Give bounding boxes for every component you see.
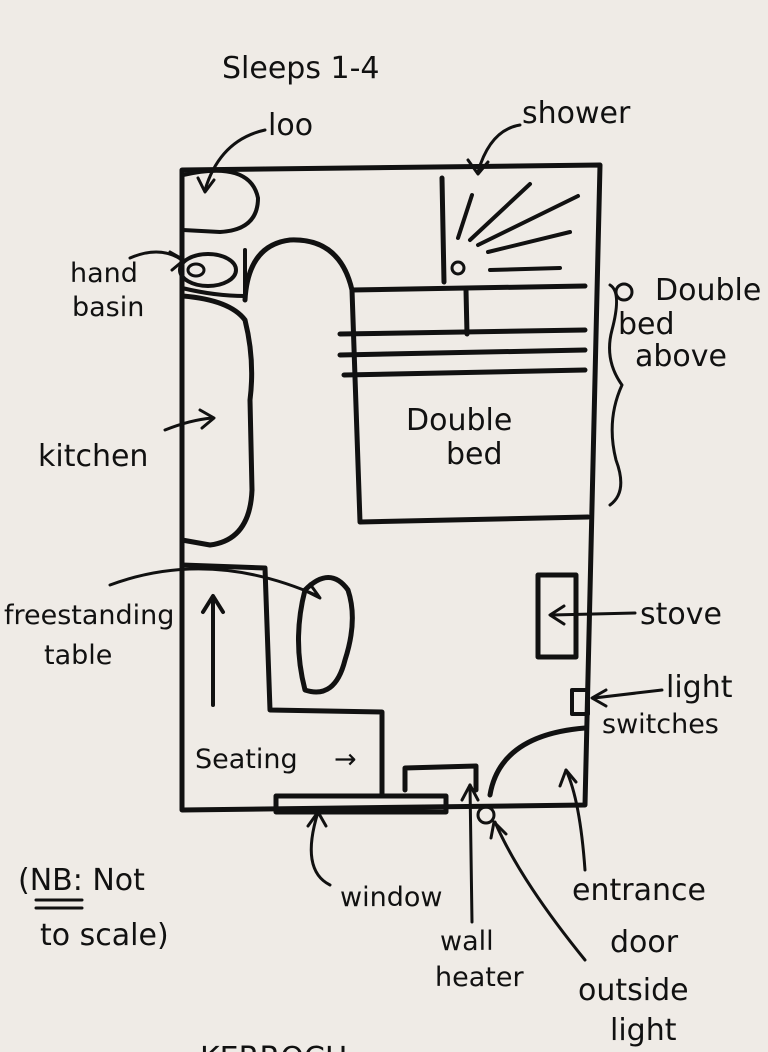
hand-basin-fixture <box>178 248 247 298</box>
label-shower: shower <box>522 96 631 131</box>
outside-light-fixture <box>476 805 496 825</box>
beds-block <box>337 283 591 525</box>
label-double-bed-above-line3: above <box>635 339 727 374</box>
window-fixture <box>273 793 449 815</box>
label-wall-heater-line1: wall <box>440 926 494 957</box>
label-entrance-door-line2: door <box>610 925 679 960</box>
label-window: window <box>340 882 442 913</box>
light-switch-box <box>570 688 590 716</box>
label-outside-light-line2: light <box>610 1013 677 1048</box>
label-double-bed-above-line1: Double <box>655 273 761 308</box>
stove-fixture <box>535 572 579 660</box>
label-light-switches-line2: switches <box>602 709 719 740</box>
label-freestanding-table-line1: freestanding <box>4 600 174 631</box>
shower-fixture <box>439 175 580 285</box>
seating-block <box>179 562 385 798</box>
label-kitchen: kitchen <box>38 439 148 474</box>
outer-walls <box>179 162 603 813</box>
label-double-bed-above-line2: bed <box>618 307 675 342</box>
annotation-arrows <box>108 123 664 962</box>
passage-arch <box>242 237 355 303</box>
label-hand-basin-line2: basin <box>72 292 144 323</box>
kitchen-counter <box>179 293 255 548</box>
bullet-circle <box>614 282 634 302</box>
label-note-line2: to scale) <box>40 918 169 953</box>
loo-fixture <box>181 168 260 234</box>
bracket <box>608 283 624 507</box>
label-hand-basin-line1: hand <box>70 258 138 289</box>
seating-arrowhead <box>201 594 225 614</box>
plan-title: Sleeps 1-4 <box>222 51 380 86</box>
label-light-switches-line1: light <box>666 670 733 705</box>
label-wall-heater-line2: heater <box>435 962 524 993</box>
label-freestanding-table-line2: table <box>44 640 112 671</box>
label-double-bed-line2: bed <box>446 437 503 472</box>
label-stove: stove <box>640 597 722 632</box>
label-outside-light-line1: outside <box>578 973 689 1008</box>
table-shape <box>296 575 355 695</box>
entrance-door-arc <box>487 725 588 798</box>
label-loo: loo <box>268 108 313 143</box>
label-entrance-door-line1: entrance <box>572 873 706 908</box>
wall-heater-fixture <box>402 763 479 793</box>
label-note-line1: (NB: Not <box>18 863 145 898</box>
seating-arrow-glyph: → <box>334 744 357 775</box>
label-seating: Seating <box>195 744 298 775</box>
label-bottom-partial: KERROCH <box>200 1041 347 1052</box>
label-double-bed-line1: Double <box>406 403 512 438</box>
